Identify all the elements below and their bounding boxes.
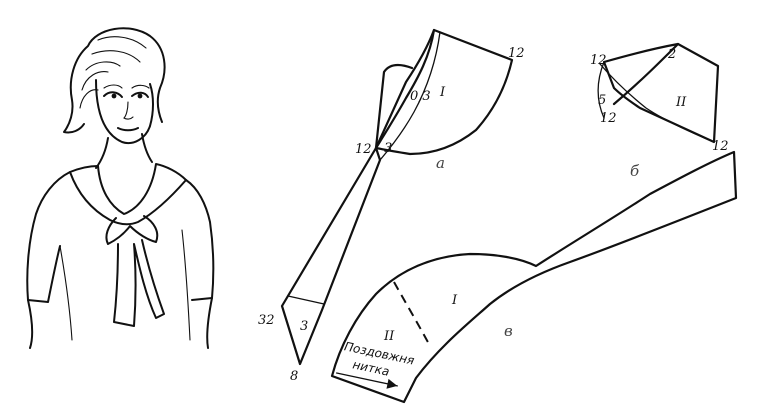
- pattern-a-sub-label: а: [436, 154, 445, 172]
- hair-strands: [79, 36, 147, 109]
- pattern-a-label-measure: 0,3: [410, 89, 431, 104]
- pattern-v-label-part-1: I: [451, 293, 458, 308]
- grain-arrow-head-icon: [386, 378, 398, 389]
- pattern-a-tie-end-line: [287, 295, 325, 305]
- pattern-b-label-5: 5: [598, 93, 606, 108]
- face-outline: [95, 79, 154, 144]
- pattern-v-fold-line: [393, 281, 431, 347]
- pattern-b-label-12-top: 12: [590, 53, 607, 68]
- blouse-outline: [26, 171, 215, 303]
- collar: [69, 163, 187, 226]
- pattern-b-left-curve: [597, 61, 605, 119]
- pattern-v-sub-label: в: [504, 322, 513, 340]
- pattern-a-label-3: 3: [384, 141, 392, 156]
- pattern-b-label-12-side: 12: [600, 111, 617, 126]
- right-eye: [131, 91, 149, 98]
- pattern-a-label-end-3: 3: [300, 319, 308, 334]
- sleeve-cuffs: [27, 297, 213, 349]
- pattern-a-label-12-left: 12: [355, 142, 372, 157]
- grain-line-note: Поздовжня нитка: [335, 339, 416, 389]
- pattern-b-inner-line: [612, 42, 680, 106]
- fashion-illustration: [26, 27, 215, 349]
- right-pupil: [137, 93, 143, 99]
- pattern-b-sub-label: б: [630, 162, 640, 180]
- eyebrows: [103, 84, 150, 89]
- pattern-b-label-part: II: [675, 95, 687, 110]
- hair-outline: [63, 27, 166, 134]
- pattern-b-label-2: 2: [667, 47, 676, 62]
- bow-tails: [113, 239, 165, 327]
- blouse-seams: [59, 229, 191, 341]
- mouth: [117, 127, 139, 132]
- pattern-b-curve: [599, 63, 715, 143]
- nose: [123, 101, 134, 120]
- pattern-a-label-12-top: 12: [508, 46, 525, 61]
- pattern-a-label-32: 32: [258, 313, 275, 328]
- pattern-a-front-line: [379, 31, 441, 161]
- bow-knot: [105, 215, 159, 245]
- grain-line-arrow: [335, 372, 398, 387]
- left-pupil: [111, 93, 117, 99]
- pattern-b-label-12-right: 12: [712, 139, 729, 154]
- left-eye: [103, 91, 123, 98]
- pattern-a-collar-piece: [374, 28, 514, 156]
- pattern-v-label-part-2: II: [383, 329, 395, 344]
- neck: [95, 133, 153, 169]
- pattern-b-piece: [602, 42, 720, 144]
- pattern-a-neck-curve: [374, 28, 436, 150]
- pattern-v: I II в Поздовжня нитка: [330, 150, 738, 404]
- pattern-a-label-part: I: [439, 85, 446, 100]
- pattern-a-left-outline: [374, 63, 414, 150]
- pattern-a-label-8: 8: [290, 369, 298, 384]
- pattern-a-tie-strip: [280, 146, 382, 366]
- pattern-b: 12 2 5 12 II 12 б: [590, 42, 729, 180]
- pattern-v-outline: [330, 150, 738, 404]
- pattern-a: 12 12 0,3 3 I а 32 3 8: [258, 28, 525, 384]
